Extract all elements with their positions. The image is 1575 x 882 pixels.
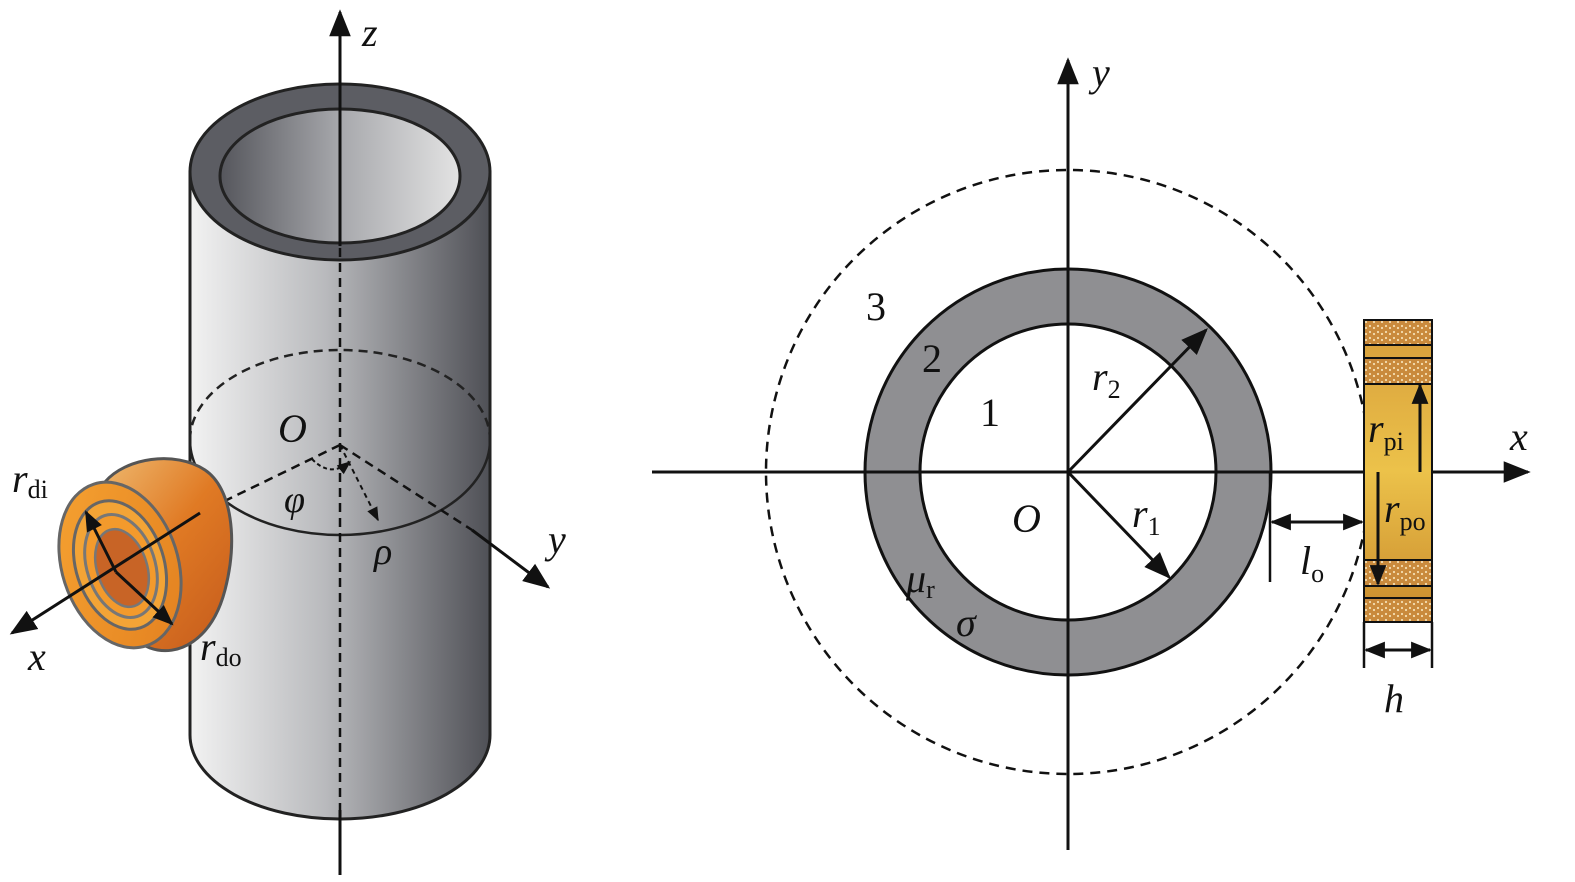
x-axis <box>9 511 201 635</box>
probe-winding-bottom-outer <box>1363 597 1433 623</box>
x-axis-label-2d: x <box>1509 414 1528 459</box>
y-axis <box>471 528 551 589</box>
r-do-arrow <box>114 570 174 626</box>
coil-bore <box>93 527 151 609</box>
phi-arc <box>311 458 352 475</box>
r-do-label: rdo <box>200 624 242 672</box>
rho-label: ρ <box>373 531 392 573</box>
mu-r-label: μr <box>905 556 935 604</box>
region-1-label: 1 <box>980 390 1000 435</box>
origin-label-3d: O <box>278 406 307 451</box>
y-axis-label-3d: y <box>544 517 566 562</box>
r1-label: r1 <box>1132 491 1161 541</box>
lift-off-label: lo <box>1300 538 1324 588</box>
r-di-label: rdi <box>12 456 48 504</box>
r-pi-label: rpi <box>1368 406 1404 456</box>
height-label: h <box>1384 676 1404 721</box>
r-di-arrow <box>84 510 118 573</box>
cross-section-figure: y x O 1 2 3 μr σ r2 r1 lo rpi rpo h <box>652 50 1531 850</box>
pipe-3d-figure: z y x O φ ρ rdi rdo <box>9 9 566 875</box>
r2-arrow <box>1066 328 1208 474</box>
r2-label: r2 <box>1092 354 1121 404</box>
origin-label-2d: O <box>1012 496 1041 541</box>
r1-arrow <box>1066 470 1171 579</box>
region-3-label: 3 <box>866 284 886 329</box>
x-axis-label-3d: x <box>27 634 46 679</box>
x-axis-hidden <box>199 443 341 515</box>
y-axis-hidden <box>339 443 473 532</box>
sigma-label: σ <box>956 600 977 645</box>
z-axis-label: z <box>361 10 378 55</box>
probe-winding-top-outer <box>1363 319 1433 346</box>
r-po-label: rpo <box>1384 486 1426 536</box>
probe-cross-section <box>1363 319 1433 623</box>
probe-winding-bottom-inner <box>1363 559 1433 587</box>
y-axis-label-2d: y <box>1088 50 1110 95</box>
probe-winding-top-inner <box>1363 357 1433 385</box>
region-2-label: 2 <box>922 336 942 381</box>
phi-label: φ <box>284 479 305 521</box>
cross-section-back <box>188 348 492 441</box>
